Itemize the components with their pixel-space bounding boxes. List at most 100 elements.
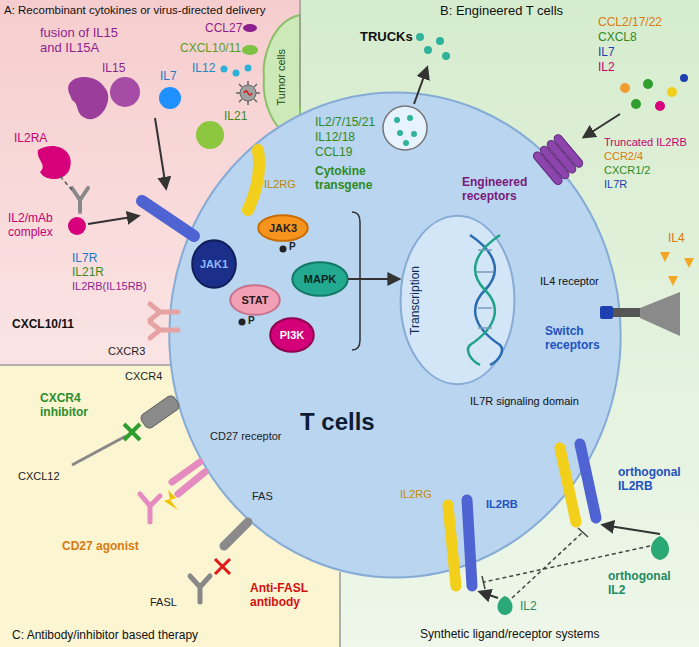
label-anchor: TRUCKs [360, 30, 413, 45]
label-anchor: CXCL8 [598, 31, 637, 45]
label: IL4 receptor [540, 275, 599, 288]
label: CXCR3 [108, 345, 145, 358]
label: IL2 [520, 600, 537, 614]
node-text: Transcription [409, 266, 423, 335]
label-anchor: CXCL10/11 [180, 42, 241, 56]
node-text: B: Engineered T cells [440, 4, 563, 19]
label: CXCL10/11 [12, 318, 74, 332]
label-anchor: IL7 [598, 46, 615, 60]
label-anchor: orthogonal IL2 [608, 570, 688, 598]
label-anchor: CCL27 [205, 22, 242, 36]
node-text: PI3K [280, 329, 304, 342]
label: CXCL8 [598, 31, 637, 45]
label-anchor: CXCR4 inhibitor [40, 392, 110, 420]
label-anchor: IL7R signaling domain [470, 395, 579, 408]
label: Cytokine transgene [315, 165, 387, 193]
label-anchor: IL15 [102, 62, 125, 76]
label-anchor: CCR2/4 [604, 150, 643, 163]
signaling-molecule: PI3K [270, 318, 314, 352]
label: IL2RG [264, 178, 296, 191]
label: orthogonal IL2 [608, 570, 688, 598]
node-text: A: Recombinant cytokines or virus-direct… [4, 4, 265, 17]
label: Synthetic ligand/receptor systems [420, 628, 599, 642]
label-anchor: IL7 [160, 70, 177, 84]
signaling-molecule: JAK3 [258, 215, 308, 241]
label-anchor: CXCL10/11 [12, 318, 74, 332]
label: IL2RA [14, 132, 47, 146]
signaling-molecule: STAT [230, 285, 280, 315]
label: IL7 [160, 70, 177, 84]
label-anchor: CD27 agonist [62, 540, 139, 554]
label-anchor: CXCL12 [18, 470, 60, 483]
label: Anti-FASL antibody [250, 582, 330, 610]
label-anchor: IL21 [224, 110, 247, 124]
node-text: STAT [241, 294, 268, 307]
node-text: JAK1 [200, 258, 228, 271]
label-anchor: CXCR4 [125, 370, 162, 383]
label-anchor: CCL19 [315, 146, 352, 160]
node-text: C: Antibody/inhibitor based therapy [12, 629, 198, 643]
label: CXCL10/11 [180, 42, 241, 56]
label: IL2RB [486, 498, 518, 511]
label-anchor: Synthetic ligand/receptor systems [420, 628, 599, 642]
label: IL4 [668, 232, 685, 246]
node-text: Tumor cells [275, 49, 288, 105]
label: IL12/18 [315, 131, 355, 145]
label: Switch receptors [545, 325, 620, 353]
label: orthogonal IL2RB [618, 466, 696, 494]
label-anchor: FASL [150, 596, 177, 609]
node-text: MAPK [304, 273, 336, 286]
label: IL2RB(IL15RB) [72, 280, 147, 293]
label: IL2RG [400, 488, 432, 501]
label-anchor: fusion of IL15 and IL15A [40, 26, 140, 56]
label: P [248, 315, 255, 327]
label: CCL19 [315, 146, 352, 160]
label: IL7R [72, 252, 97, 266]
label-anchor: IL2RG [264, 178, 296, 191]
label-anchor: Cytokine transgene [315, 165, 387, 193]
label-anchor: IL2/mAb complex [8, 212, 70, 240]
label-anchor: Anti-FASL antibody [250, 582, 330, 610]
label: FASL [150, 596, 177, 609]
label-anchor: IL2 [520, 600, 537, 614]
label: CXCL12 [18, 470, 60, 483]
label-anchor: CXCR3 [108, 345, 145, 358]
label: IL21 [224, 110, 247, 124]
label-anchor: IL21R [72, 266, 104, 280]
label-anchor: CD27 receptor [210, 430, 282, 443]
label: IL2/7/15/21 [315, 116, 375, 130]
label: IL21R [72, 266, 104, 280]
label: CCR2/4 [604, 150, 643, 163]
label-anchor: P [289, 241, 296, 253]
label-anchor: FAS [252, 490, 273, 503]
label-anchor: IL12 [192, 62, 215, 76]
label-anchor: P [248, 315, 255, 327]
label-anchor: orthogonal IL2RB [618, 466, 696, 494]
label: IL7R [604, 178, 627, 191]
label-anchor: Truncated IL2RB [604, 136, 687, 149]
label: IL7 [598, 46, 615, 60]
label: TRUCKs [360, 30, 413, 45]
label: IL2 [598, 61, 615, 75]
label: CCL27 [205, 22, 242, 36]
node-text: JAK3 [269, 222, 297, 235]
label-anchor: IL4 receptor [540, 275, 599, 288]
label: IL12 [192, 62, 215, 76]
label: IL2/mAb complex [8, 212, 70, 240]
label-anchor: Engineered receptors [462, 176, 552, 204]
label-anchor: IL4 [668, 232, 685, 246]
label-anchor: CCL2/17/22 [598, 16, 662, 30]
label-anchor: IL7R [604, 178, 627, 191]
label: Engineered receptors [462, 176, 552, 204]
label: Truncated IL2RB [604, 136, 687, 149]
label-anchor: IL2RG [400, 488, 432, 501]
label: fusion of IL15 and IL15A [40, 26, 140, 56]
label: CXCR1/2 [604, 164, 650, 177]
label: CD27 agonist [62, 540, 139, 554]
label-anchor: IL7R [72, 252, 97, 266]
label: CXCR4 inhibitor [40, 392, 110, 420]
label: FAS [252, 490, 273, 503]
label-anchor: IL2RB [486, 498, 518, 511]
label: P [289, 241, 296, 253]
signaling-molecule: JAK1 [192, 240, 236, 288]
